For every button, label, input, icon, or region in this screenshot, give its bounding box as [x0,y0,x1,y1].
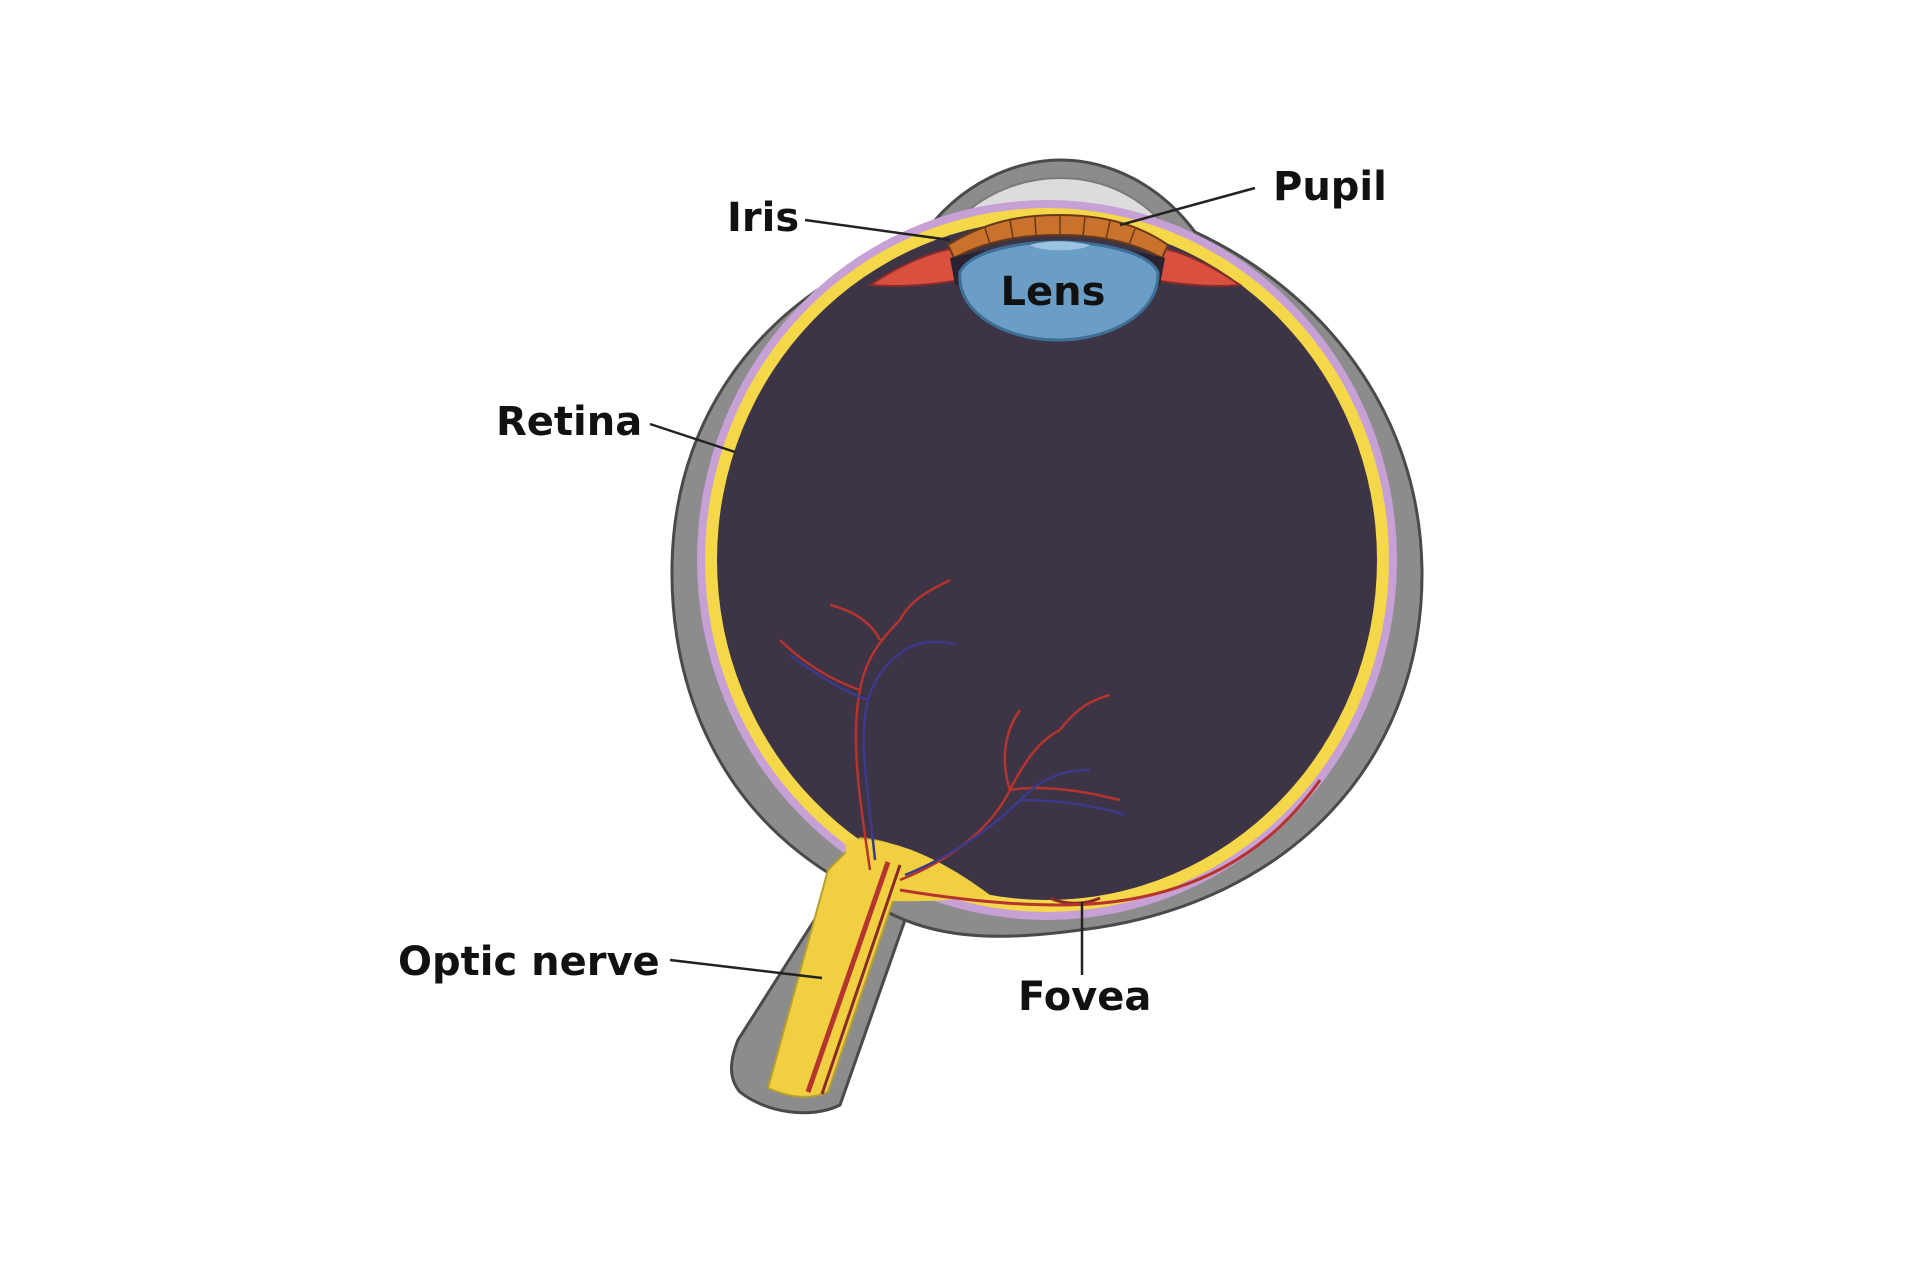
retina-leader-line [649,422,736,454]
lens [958,240,1160,342]
fovea-pit [1049,896,1101,905]
lens-label: Lens [1001,269,1106,315]
optic-nerve-label: Optic nerve [398,939,660,985]
central-retinal-artery [805,861,891,1093]
iris-stripes [984,216,1136,246]
iris-leader-line [804,218,951,242]
vitreous-body [717,220,1377,900]
optic-nerve-leader-line [669,958,823,980]
retina-label: Retina [496,399,642,445]
pupil-label: Pupil [1273,164,1387,210]
retinal-blood-vessels [779,578,1126,882]
lens-highlight [1030,241,1090,251]
central-retinal-vein [820,864,902,1095]
iris-label: Iris [727,195,799,241]
fovea-label: Fovea [1018,974,1151,1020]
pupil-leader-line [1119,186,1256,227]
